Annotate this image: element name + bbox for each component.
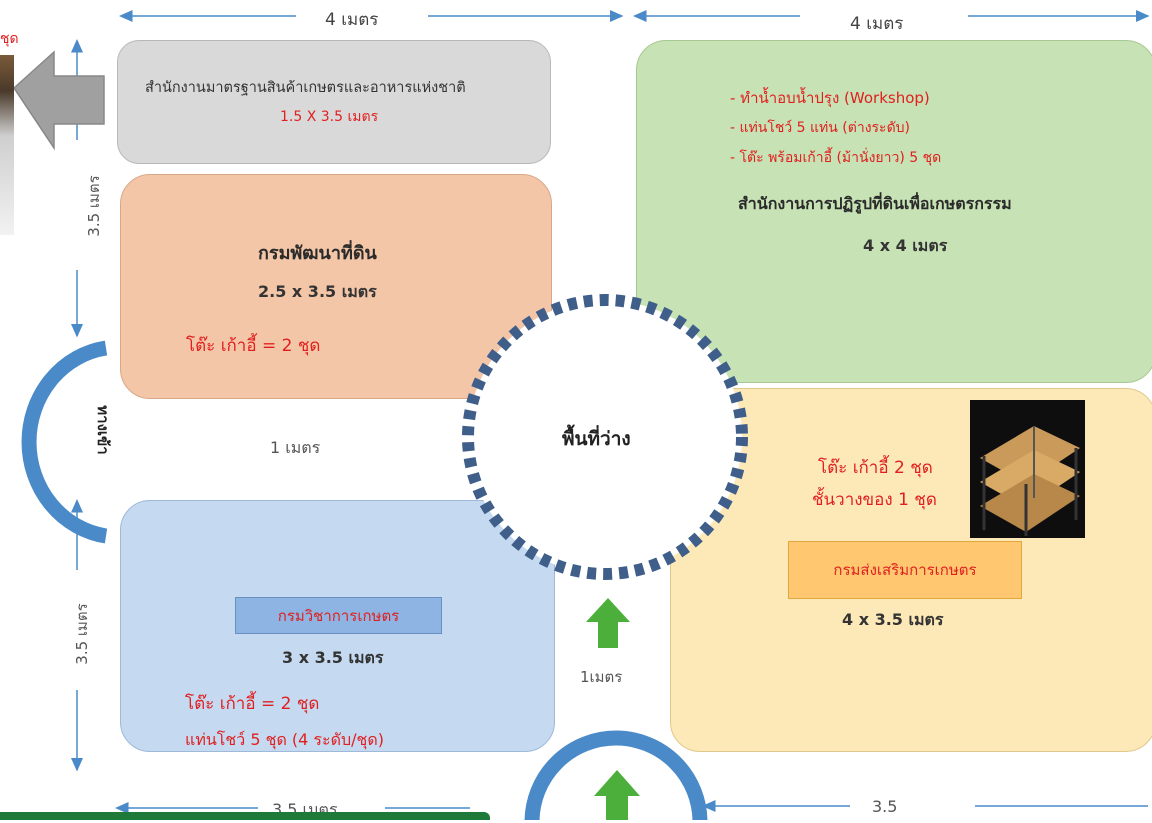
dim-left-upper: 3.5 เมตร xyxy=(85,175,103,237)
shelf-photo xyxy=(970,400,1085,538)
alro-item-3: - โต๊ะ พร้อมเก้าอี้ (ม้านั่งยาว) 5 ชุด xyxy=(730,150,942,166)
alro-title: สำนักงานการปฏิรูปที่ดินเพื่อเกษตรกรรม xyxy=(738,194,1012,213)
grey-arrow-left xyxy=(13,50,105,151)
doae-shelf: ชั้นวางของ 1 ชุด xyxy=(812,490,937,510)
dim-center-gap: 1 เมตร xyxy=(270,438,321,457)
doae-size: 4 x 3.5 เมตร xyxy=(842,610,944,629)
doae-title-tag: กรมส่งเสริมการเกษตร xyxy=(788,541,1022,599)
alro-item-1: - ทำน้ำอบน้ำปรุง (Workshop) xyxy=(730,89,930,107)
entrance-label: ทางเข้า xyxy=(94,405,112,455)
acfs-title: สำนักงานมาตรฐานสินค้าเกษตรและอาหารแห่งชา… xyxy=(145,80,466,96)
dim-left-lower: 3.5 เมตร xyxy=(73,603,91,665)
dim-bottom-right: 3.5 xyxy=(872,797,898,816)
ldd-title: กรมพัฒนาที่ดิน xyxy=(258,243,377,264)
doa-furniture: โต๊ะ เก้าอี้ = 2 ชุด xyxy=(185,694,320,714)
dim-walkway: 1เมตร xyxy=(580,668,623,686)
green-arrow-entrance xyxy=(594,770,640,820)
bottom-bar xyxy=(0,812,490,820)
green-arrow-walkway xyxy=(586,598,630,648)
doa-display: แท่นโชว์ 5 ชุด (4 ระดับ/ชุด) xyxy=(185,730,385,749)
zone-acfs xyxy=(117,40,551,164)
entrance-arc-bottom xyxy=(524,730,708,820)
edge-text: ชุด xyxy=(0,31,19,47)
ldd-furniture: โต๊ะ เก้าอี้ = 2 ชุด xyxy=(186,336,321,356)
dim-top-left: 4 เมตร xyxy=(325,10,379,30)
doa-title-tag: กรมวิชาการเกษตร xyxy=(235,597,442,634)
doae-furniture: โต๊ะ เก้าอี้ 2 ชุด xyxy=(818,458,933,478)
open-space-label: พื้นที่ว่าง xyxy=(562,428,631,450)
zone-ldd xyxy=(120,174,552,399)
entrance-arc-left xyxy=(21,340,108,544)
ldd-size: 2.5 x 3.5 เมตร xyxy=(258,282,377,301)
open-space-ring xyxy=(462,294,748,580)
alro-size: 4 x 4 เมตร xyxy=(863,236,948,255)
alro-item-2: - แท่นโชว์ 5 แท่น (ต่างระดับ) xyxy=(730,120,911,136)
photo-fragment-left xyxy=(0,55,14,235)
zone-alro xyxy=(636,40,1152,383)
doa-size: 3 x 3.5 เมตร xyxy=(282,648,384,667)
dim-top-right: 4 เมตร xyxy=(850,14,904,34)
acfs-size: 1.5 X 3.5 เมตร xyxy=(280,109,379,125)
